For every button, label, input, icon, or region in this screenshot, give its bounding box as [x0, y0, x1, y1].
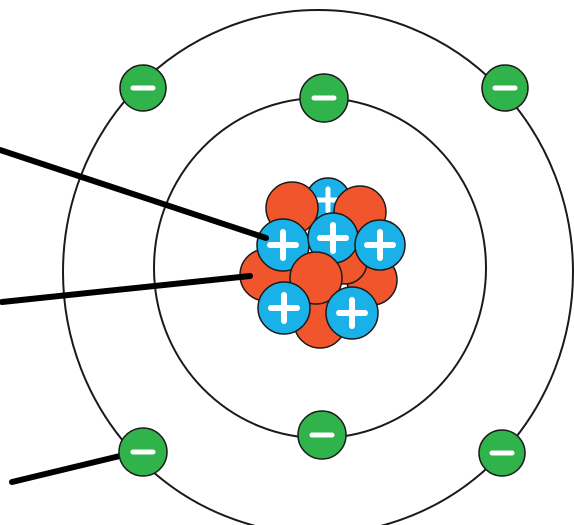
- proton-particle: [258, 282, 310, 334]
- electron-particle: [482, 65, 528, 111]
- electron-particle: [120, 65, 166, 111]
- electron-particle: [300, 74, 348, 122]
- proton-particle: [355, 220, 405, 270]
- proton-particle: [326, 287, 378, 339]
- electron-particle: [298, 411, 346, 459]
- electron-particle: [479, 430, 525, 476]
- electron-particle: [119, 428, 167, 476]
